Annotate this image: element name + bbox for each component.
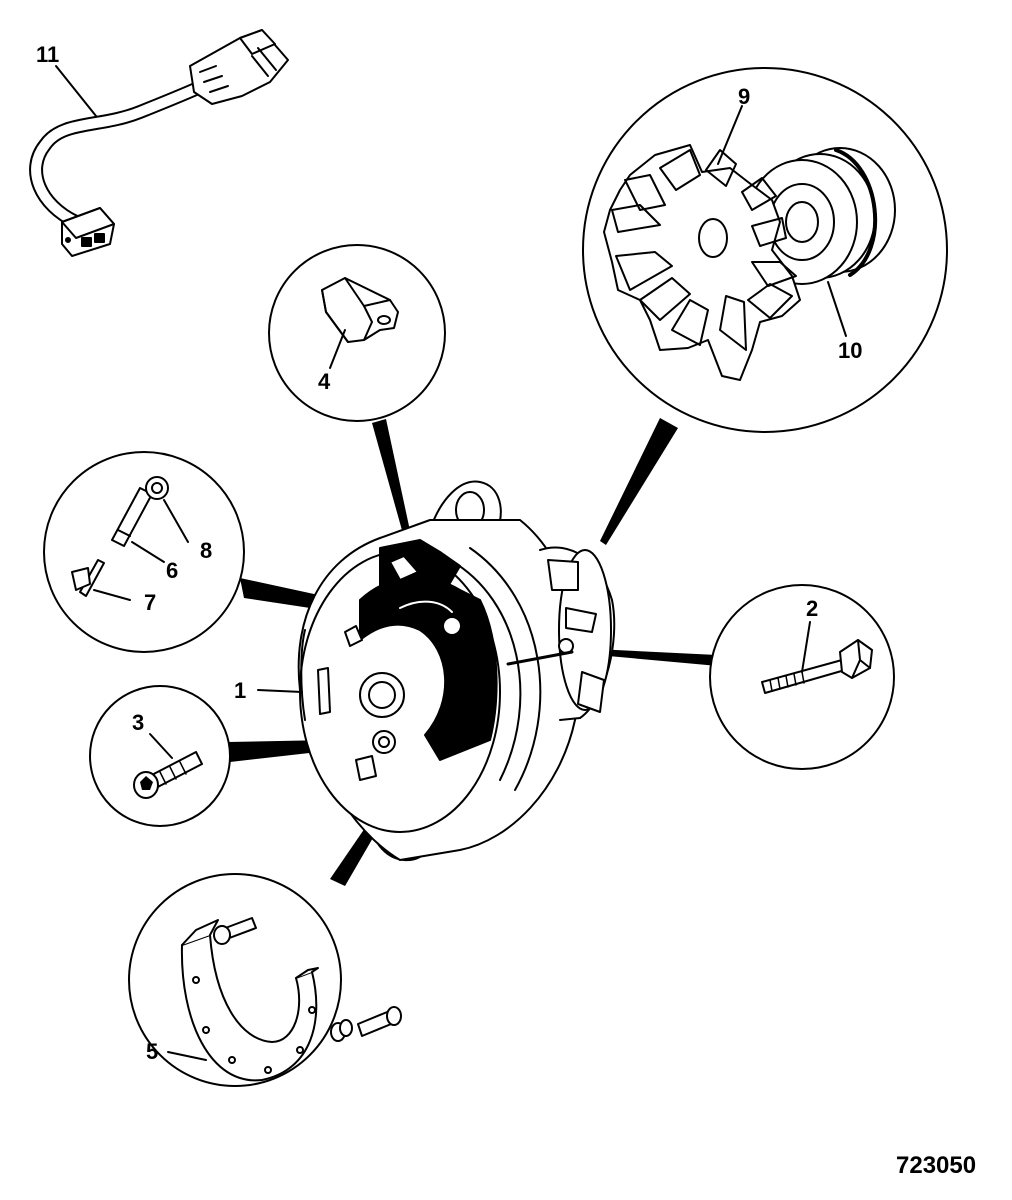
fan-9: [603, 144, 801, 381]
figure-number: 723050: [896, 1152, 977, 1179]
alternator-1: [297, 480, 616, 862]
leader-6: [131, 541, 165, 563]
callout-5: 5: [146, 1039, 159, 1064]
detail-circle-9-10: [582, 67, 948, 433]
leader-3: [149, 733, 173, 759]
callout-9: 9: [738, 84, 751, 109]
detail-circle-6-7-8: [43, 451, 245, 653]
leader-8: [163, 499, 189, 543]
pulley-10: [746, 147, 896, 285]
callout-2: 2: [806, 596, 819, 621]
harness-11: [29, 29, 289, 257]
detail-circle-3: [89, 685, 231, 827]
leader-10: [827, 281, 847, 337]
callout-7: 7: [144, 590, 157, 615]
pointer-9-10: [600, 418, 678, 545]
leader-1: [257, 689, 303, 693]
leader-4: [329, 329, 346, 369]
callout-10: 10: [838, 338, 863, 363]
callout-3: 3: [132, 710, 145, 735]
callout-8: 8: [200, 538, 213, 563]
leader-11: [55, 65, 97, 117]
callout-1: 1: [234, 678, 247, 703]
callout-11: 11: [36, 42, 60, 67]
detail-circle-5: [128, 873, 402, 1087]
leader-5: [167, 1051, 207, 1061]
leader-9: [717, 105, 743, 165]
leader-lines: [55, 65, 847, 1061]
callout-6: 6: [166, 558, 179, 583]
callout-4: 4: [318, 369, 331, 394]
detail-circle-2: [709, 584, 895, 770]
leader-7: [93, 589, 131, 601]
pointer-4: [372, 419, 412, 541]
detail-circle-4: [268, 244, 446, 422]
leader-2: [801, 621, 811, 673]
